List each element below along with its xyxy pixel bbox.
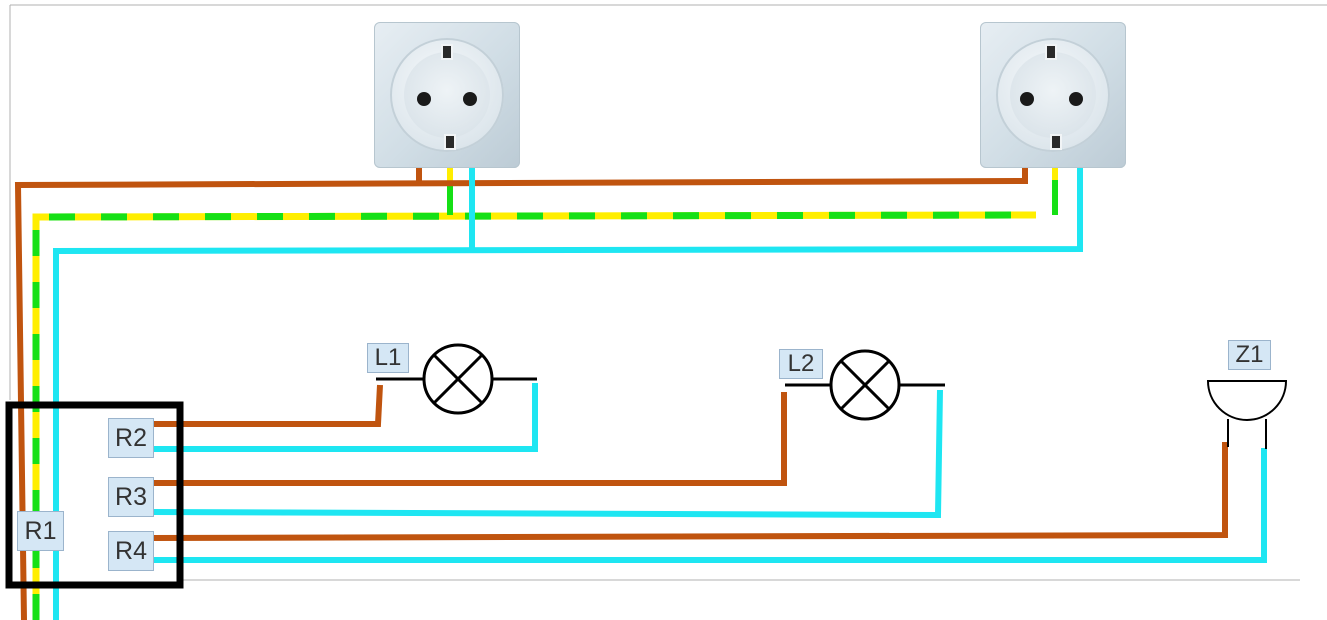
earth-clip-top [1045, 44, 1057, 60]
lamp-l1-symbol [376, 343, 537, 415]
neutral-hole [463, 92, 477, 106]
socket-right [980, 22, 1126, 168]
buzzer-z1-symbol [1206, 380, 1288, 449]
socket-left [374, 22, 520, 168]
phase-hole [417, 92, 431, 106]
label-l2: L2 [779, 349, 823, 379]
label-r1: R1 [17, 511, 64, 551]
label-r4: R4 [108, 531, 154, 571]
label-l1: L1 [367, 343, 409, 373]
neutral-hole [1069, 92, 1083, 106]
phase-hole [1020, 92, 1034, 106]
label-r3: R3 [108, 477, 154, 517]
earth-clip-bottom [444, 134, 456, 150]
label-z1: Z1 [1228, 340, 1271, 370]
neutral-wire [53, 117, 1267, 620]
earth-clip-top [441, 44, 453, 60]
phase-wire [14, 110, 1228, 620]
earth-clip-bottom [1050, 134, 1062, 150]
lamp-l2-symbol [785, 349, 945, 421]
label-r2: R2 [108, 418, 154, 458]
relay-box [5, 401, 184, 589]
